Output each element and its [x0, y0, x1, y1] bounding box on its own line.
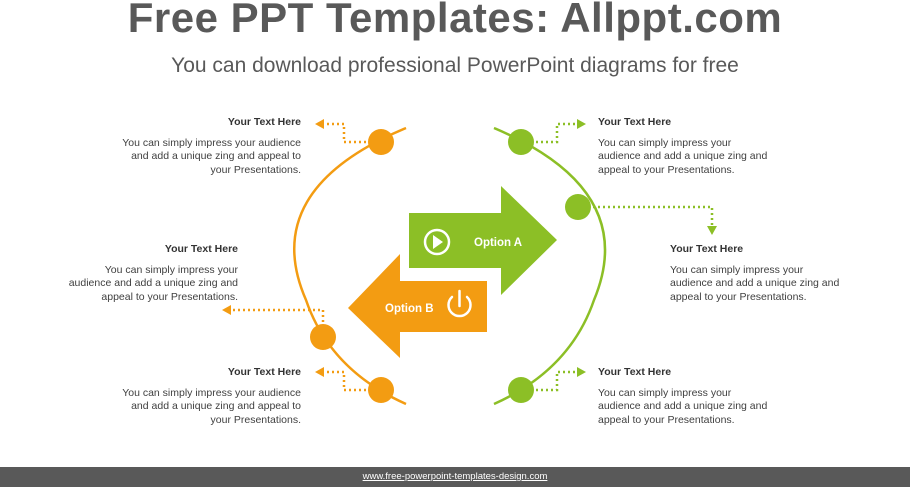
text-block-bottom-left: Your Text Here You can simply impress yo…: [110, 366, 301, 427]
option-b-label: Option B: [385, 303, 434, 315]
block-text: You can simply impress your audience and…: [598, 136, 768, 176]
connector-top-right: [521, 122, 578, 144]
green-arc: [493, 126, 607, 406]
text-block-mid-left: Your Text Here You can simply impress yo…: [62, 243, 238, 304]
connector-top-left: [323, 122, 381, 144]
arrowhead: [315, 367, 324, 377]
connector-bottom-left: [323, 370, 381, 392]
block-text: You can simply impress your audience and…: [670, 263, 840, 303]
text-block-mid-right: Your Text Here You can simply impress yo…: [670, 243, 846, 304]
arrowhead: [222, 305, 231, 315]
arrowhead: [577, 119, 586, 129]
option-b-arrow: [348, 254, 487, 358]
cycle-diagram: Option A Option B: [222, 119, 717, 406]
node-mid-left: [310, 324, 336, 350]
node-mid-right: [565, 194, 591, 220]
arrowhead: [707, 226, 717, 235]
block-text: You can simply impress your audience and…: [122, 386, 301, 426]
page-title: Free PPT Templates: Allppt.com: [127, 0, 783, 41]
connector-mid-right: [578, 205, 714, 226]
node-bottom-right: [508, 377, 534, 403]
text-block-bottom-right: Your Text Here You can simply impress yo…: [598, 366, 772, 427]
play-icon: [423, 228, 451, 256]
page-subtitle: You can download professional PowerPoint…: [171, 54, 739, 77]
block-title: Your Text Here: [164, 243, 238, 255]
text-block-top-right: Your Text Here You can simply impress yo…: [598, 116, 772, 177]
arrowhead: [315, 119, 324, 129]
node-top-right: [508, 129, 534, 155]
arrowhead: [577, 367, 586, 377]
orange-arc: [293, 126, 407, 406]
footer-link[interactable]: www.free-powerpoint-templates-design.com: [362, 471, 548, 482]
block-text: You can simply impress your audience and…: [68, 263, 238, 303]
option-a-arrow: [409, 186, 557, 295]
block-title: Your Text Here: [598, 366, 672, 378]
text-block-top-left: Your Text Here You can simply impress yo…: [110, 116, 301, 177]
block-text: You can simply impress your audience and…: [598, 386, 768, 426]
footer-bar: www.free-powerpoint-templates-design.com: [0, 467, 910, 487]
connector-mid-left: [232, 308, 325, 337]
node-bottom-left: [368, 377, 394, 403]
connector-bottom-right: [521, 370, 578, 392]
block-text: You can simply impress your audience and…: [122, 136, 301, 176]
node-top-left: [368, 129, 394, 155]
block-title: Your Text Here: [227, 116, 301, 128]
power-icon: [447, 289, 472, 318]
option-a-label: Option A: [474, 237, 522, 249]
block-title: Your Text Here: [227, 366, 301, 378]
block-title: Your Text Here: [670, 243, 744, 255]
block-title: Your Text Here: [598, 116, 672, 128]
